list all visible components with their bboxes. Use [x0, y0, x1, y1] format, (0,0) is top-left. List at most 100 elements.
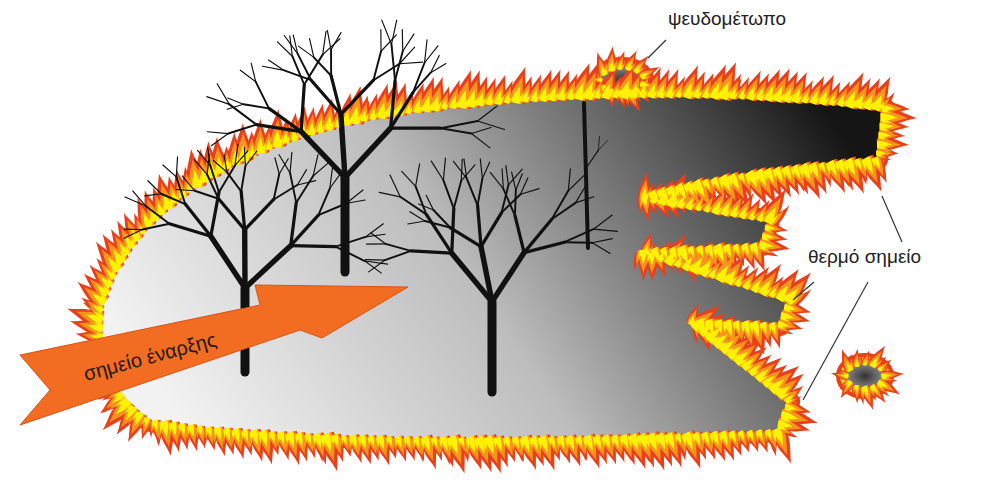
flame-tongue — [595, 57, 610, 77]
tree-branch — [502, 194, 521, 212]
burnt-area — [99, 95, 885, 441]
tree-branch — [292, 56, 304, 84]
flame-tongue — [625, 60, 634, 71]
tree-branch — [480, 159, 482, 179]
flame-tongue — [876, 379, 897, 396]
tree-branch — [593, 229, 617, 231]
flame-tongue — [485, 91, 495, 105]
flame-tongue — [853, 158, 864, 171]
tree-branch — [327, 30, 331, 49]
flame-tongue — [394, 436, 405, 450]
tree-branch — [341, 114, 345, 177]
tree-branch — [251, 63, 256, 82]
flame-tongue — [784, 285, 803, 306]
tree-branch — [598, 137, 599, 151]
flame-tongue — [836, 347, 856, 372]
flame-tongue — [797, 163, 815, 184]
flame-tongue — [213, 427, 224, 442]
flame-tongue — [122, 217, 144, 243]
tree-branch — [310, 39, 314, 58]
tree-branch — [269, 60, 285, 70]
tree-branch — [515, 216, 524, 253]
leader-line — [882, 196, 902, 242]
flame-tongue — [818, 162, 828, 174]
flame-tongue — [768, 322, 779, 336]
flame-tongue — [663, 432, 679, 452]
tree-branch — [245, 151, 256, 166]
tree-branch — [382, 20, 392, 44]
flame-tongue — [801, 91, 811, 104]
flame-tongue — [222, 428, 233, 442]
flame-tongue — [734, 275, 745, 288]
flame-tongue — [627, 433, 643, 453]
flame-tongue — [151, 419, 160, 432]
flame-tongue — [693, 85, 704, 99]
tree-branch — [503, 189, 515, 216]
tree-branch — [279, 159, 288, 174]
flame-tongue — [881, 370, 898, 381]
flame-tongue — [357, 435, 369, 451]
flame-tongue — [638, 250, 647, 265]
tree-branch — [431, 64, 446, 73]
flame-tongue — [413, 98, 424, 114]
flame-tongue — [361, 109, 369, 122]
flame-tongue — [600, 84, 606, 92]
flame-tongue — [616, 90, 623, 100]
flame-tongue — [764, 225, 775, 232]
flame-tongue — [599, 64, 609, 77]
tree-branch — [592, 243, 610, 254]
tree-branch — [478, 121, 505, 129]
flame-tongue — [266, 138, 273, 150]
flame-tongue — [737, 173, 747, 185]
flame-tongue — [348, 434, 360, 449]
tree-branch — [227, 104, 243, 109]
flame-tongue — [178, 423, 188, 437]
flame-tongue — [728, 430, 739, 444]
flame-tongue — [777, 321, 790, 329]
flame-tongue — [862, 354, 871, 366]
flame-tongue — [350, 105, 362, 124]
tree-branch — [296, 176, 313, 203]
tree-branch — [245, 199, 274, 229]
flame-tongue — [844, 380, 853, 390]
tree-branch — [592, 239, 612, 243]
flame-tongue — [511, 436, 522, 450]
flame-tongue — [732, 244, 742, 256]
flame-tongue — [320, 433, 336, 454]
tree-branch — [279, 155, 290, 173]
tree-branch — [341, 80, 374, 114]
flame-tongue — [375, 435, 388, 451]
tree-branch — [461, 159, 462, 180]
tree-branch — [441, 121, 478, 128]
tree-branch — [365, 261, 382, 273]
flame-tongue — [502, 436, 513, 450]
tree-branch — [425, 46, 438, 63]
flame-tongue — [700, 431, 713, 447]
flame-tongue — [789, 164, 804, 181]
flame-tongue — [695, 200, 704, 212]
tree-branch — [586, 150, 598, 168]
flame-tongue — [547, 436, 558, 450]
tree-branch — [410, 212, 425, 221]
flame-tongue — [749, 320, 763, 339]
flame-tongue — [168, 422, 179, 438]
flame-tongue — [879, 123, 893, 131]
flame-tongue — [385, 436, 394, 448]
tree-branch — [124, 229, 142, 230]
tree-branch — [408, 221, 425, 224]
flame-tongue — [403, 436, 413, 449]
flame-tongue — [639, 81, 650, 88]
leader-line — [648, 40, 666, 58]
tree-branch — [413, 73, 431, 93]
flame-tongue — [855, 359, 860, 367]
fire-band — [99, 95, 885, 441]
flame-tongue — [840, 373, 849, 379]
callout-label: θερμό σημείο — [806, 246, 923, 269]
tree-branch — [284, 35, 297, 53]
leader-lines — [648, 40, 902, 400]
fire-band — [99, 95, 885, 441]
flame-tongue — [556, 435, 568, 450]
tree-branch — [365, 259, 384, 261]
flames — [65, 46, 918, 478]
flame-tongue — [880, 113, 897, 123]
